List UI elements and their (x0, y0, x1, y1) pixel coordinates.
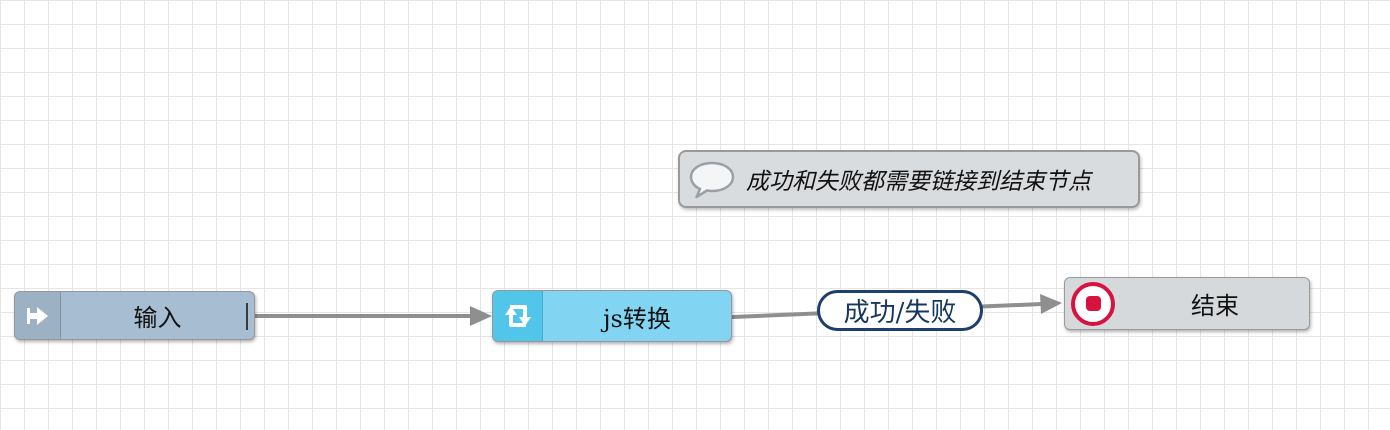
node-input-label: 输入 (133, 304, 182, 332)
comment-node[interactable]: 成功和失败都需要链接到结束节点 (678, 150, 1140, 208)
node-end[interactable]: 结束 (1064, 277, 1310, 330)
node-end-icon-area (1065, 278, 1121, 329)
stop-square-icon (1085, 296, 1101, 311)
node-transform-label: js转换 (603, 304, 671, 333)
comment-text: 成功和失败都需要链接到结束节点 (746, 169, 1091, 195)
arrow-right-icon (24, 302, 52, 330)
node-input[interactable]: 输入 (14, 291, 255, 340)
node-input-icon-area (15, 292, 61, 339)
transform-loop-icon (502, 300, 534, 332)
node-transform-icon-area (493, 291, 543, 341)
speech-bubble-icon (686, 157, 738, 201)
node-transform[interactable]: js转换 (492, 290, 732, 342)
node-end-label: 结束 (1191, 292, 1239, 320)
edge-label-success-failure[interactable]: 成功/失败 (817, 290, 983, 331)
stop-icon (1071, 281, 1115, 326)
text-cursor (246, 303, 248, 330)
edge-input-to-transform[interactable] (253, 306, 492, 326)
